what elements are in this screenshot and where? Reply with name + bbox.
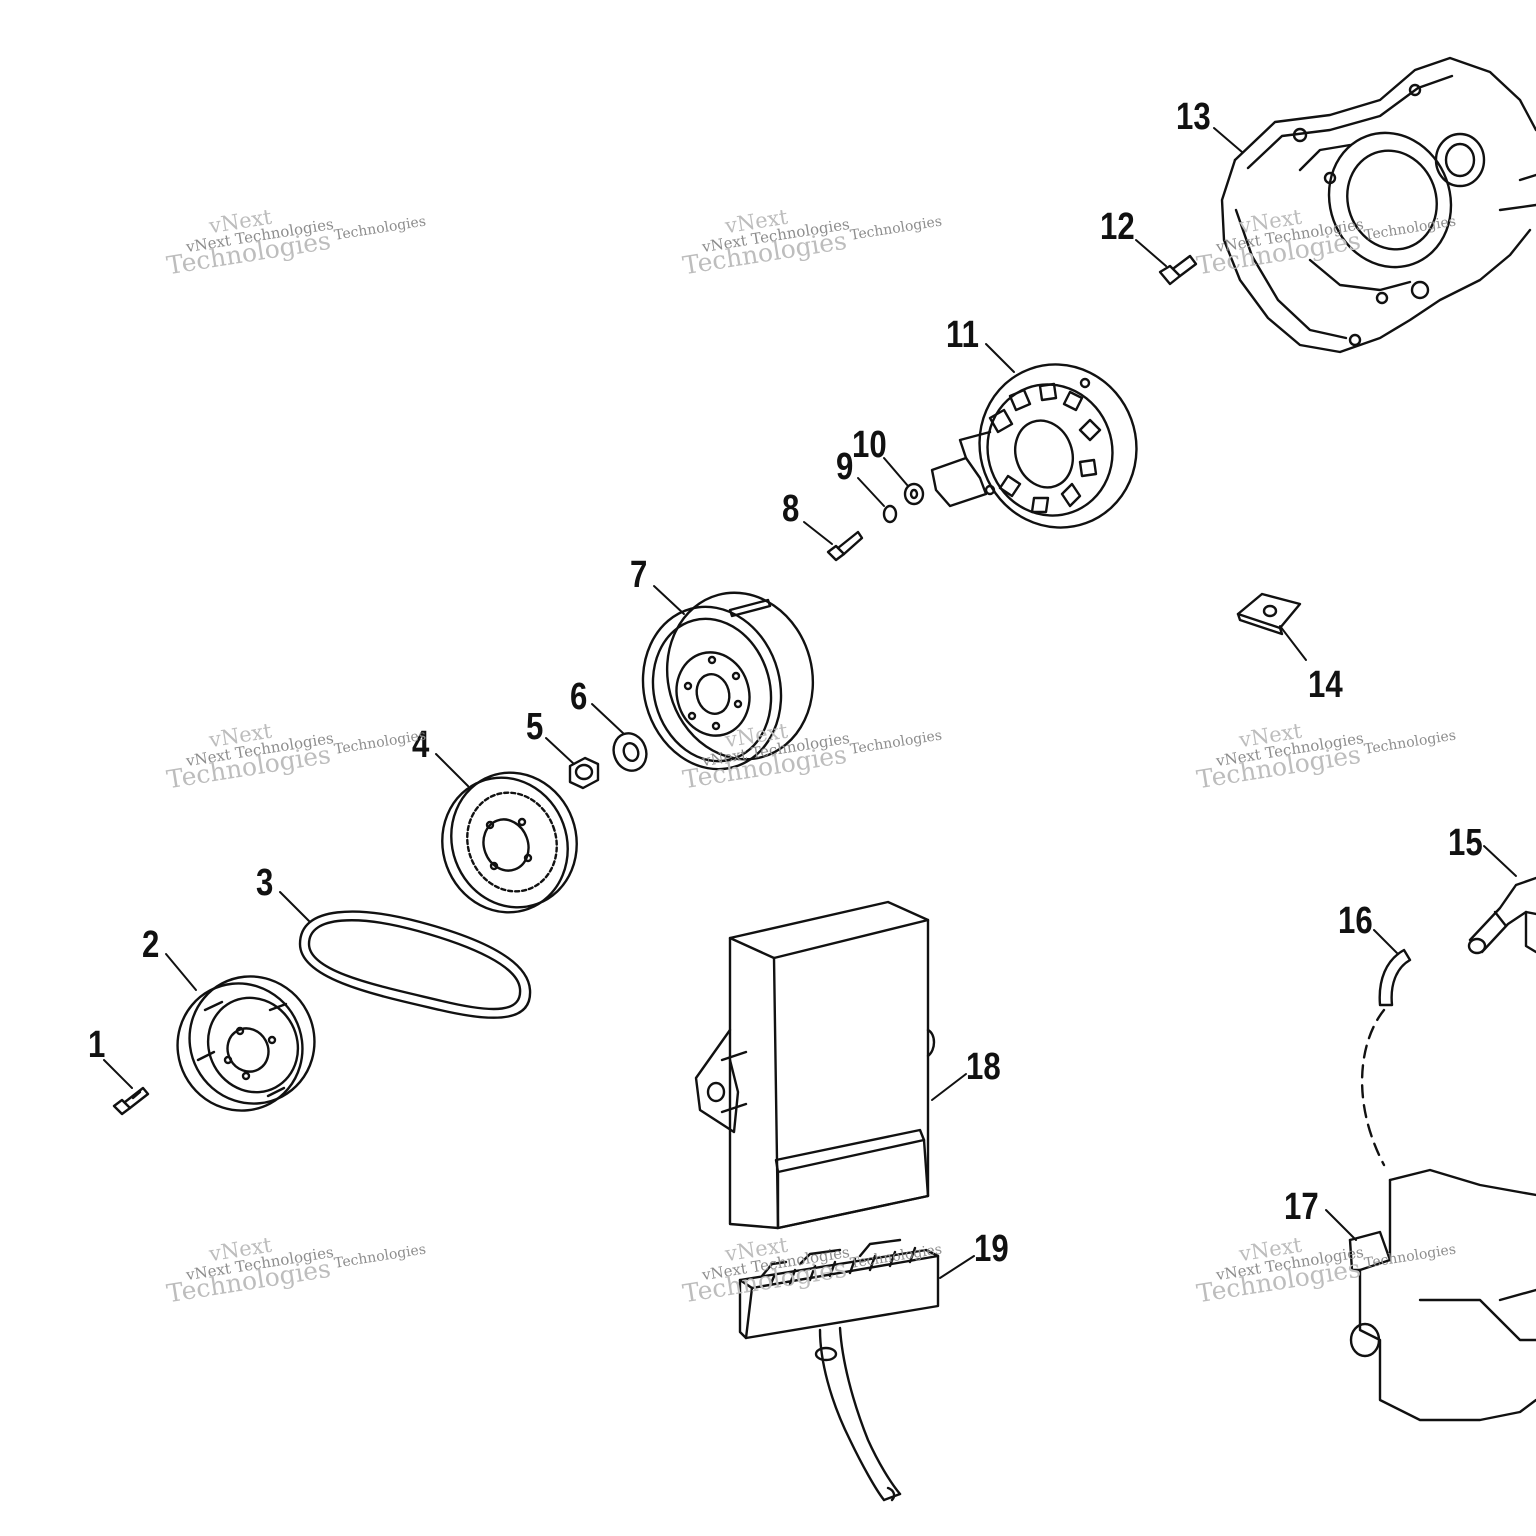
- callout-6: 6: [570, 676, 588, 718]
- callout-19: 19: [974, 1228, 1009, 1270]
- callout-14: 14: [1308, 664, 1343, 706]
- part-18-cdi-box: [694, 900, 936, 1230]
- part-17-ignition-coil: [1348, 1168, 1536, 1422]
- callout-2: 2: [142, 924, 160, 966]
- part-15-plug-boot: [1467, 876, 1536, 955]
- part-16-ignition-wire: [1360, 948, 1412, 1167]
- callout-1: 1: [88, 1024, 106, 1066]
- callout-7: 7: [630, 554, 648, 596]
- callout-16: 16: [1338, 900, 1373, 942]
- callout-18: 18: [966, 1046, 1001, 1088]
- callout-3: 3: [256, 862, 274, 904]
- part-3-belt: [298, 910, 532, 1019]
- part-5-nut: [568, 756, 600, 790]
- callout-10: 10: [852, 424, 887, 466]
- callout-11: 11: [946, 314, 979, 356]
- callout-4: 4: [412, 724, 430, 766]
- callout-12: 12: [1100, 206, 1135, 248]
- leader-lines: [103, 127, 1517, 1279]
- part-4-sprocket-wheel: [441, 771, 578, 914]
- callout-17: 17: [1284, 1186, 1319, 1228]
- callout-5: 5: [526, 706, 544, 748]
- part-2-drive-cup: [176, 975, 316, 1112]
- callout-8: 8: [782, 488, 800, 530]
- part-11-stator: [930, 363, 1138, 529]
- callout-9: 9: [836, 446, 854, 488]
- part-19-connector: [738, 1238, 940, 1502]
- part-7-flywheel: [641, 591, 815, 771]
- callout-15: 15: [1448, 822, 1483, 864]
- callout-13: 13: [1176, 96, 1211, 138]
- part-6-washer: [612, 732, 648, 772]
- part-1-bolt: [112, 1086, 150, 1116]
- part-10-washer: [903, 482, 925, 506]
- part-14-clip-nut: [1236, 592, 1302, 636]
- part-12-bolt: [1158, 254, 1198, 286]
- part-13-housing: [1220, 56, 1536, 354]
- part-9-lock-washer: [882, 504, 898, 524]
- part-8-bolt: [826, 530, 864, 562]
